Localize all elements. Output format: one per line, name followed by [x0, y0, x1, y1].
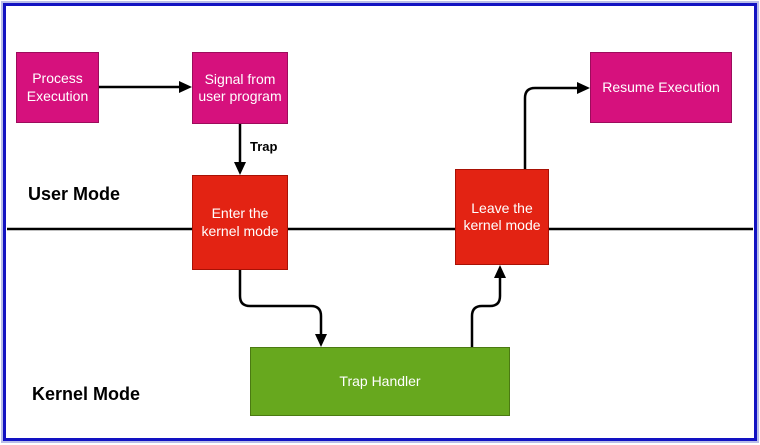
arrow-leave-to-resume [523, 82, 590, 169]
arrowhead-icon [494, 265, 506, 278]
node-signal-from-user-program: Signal from user program [192, 52, 288, 124]
kernel-mode-label: Kernel Mode [32, 384, 141, 404]
node-trap-handler: Trap Handler [250, 347, 510, 416]
arrow-process-to-signal [99, 81, 192, 93]
node-label: Leave the kernel mode [463, 199, 541, 234]
diagram-frame [3, 3, 757, 441]
arrowhead-icon [577, 82, 590, 94]
node-resume-execution: Resume Execution [590, 52, 732, 123]
node-label: Signal from user program [198, 70, 282, 105]
arrow-handler-to-leave [470, 265, 506, 347]
arrowhead-icon [179, 81, 192, 93]
arrow-signal-to-enter [234, 124, 246, 175]
arrowhead-icon [315, 334, 327, 347]
node-label: Resume Execution [602, 78, 720, 95]
trap-edge-label: Trap [250, 139, 278, 154]
arrow-enter-to-handler [238, 270, 327, 347]
node-process-execution: Process Execution [16, 52, 99, 123]
node-enter-kernel-mode: Enter the kernel mode [192, 175, 288, 270]
node-label: Trap Handler [339, 372, 421, 389]
node-label: Enter the kernel mode [201, 205, 279, 239]
node-leave-kernel-mode: Leave the kernel mode [455, 169, 549, 265]
user-mode-label: User Mode [28, 184, 121, 204]
arrowhead-icon [234, 162, 246, 175]
node-label: Process Execution [26, 70, 89, 104]
